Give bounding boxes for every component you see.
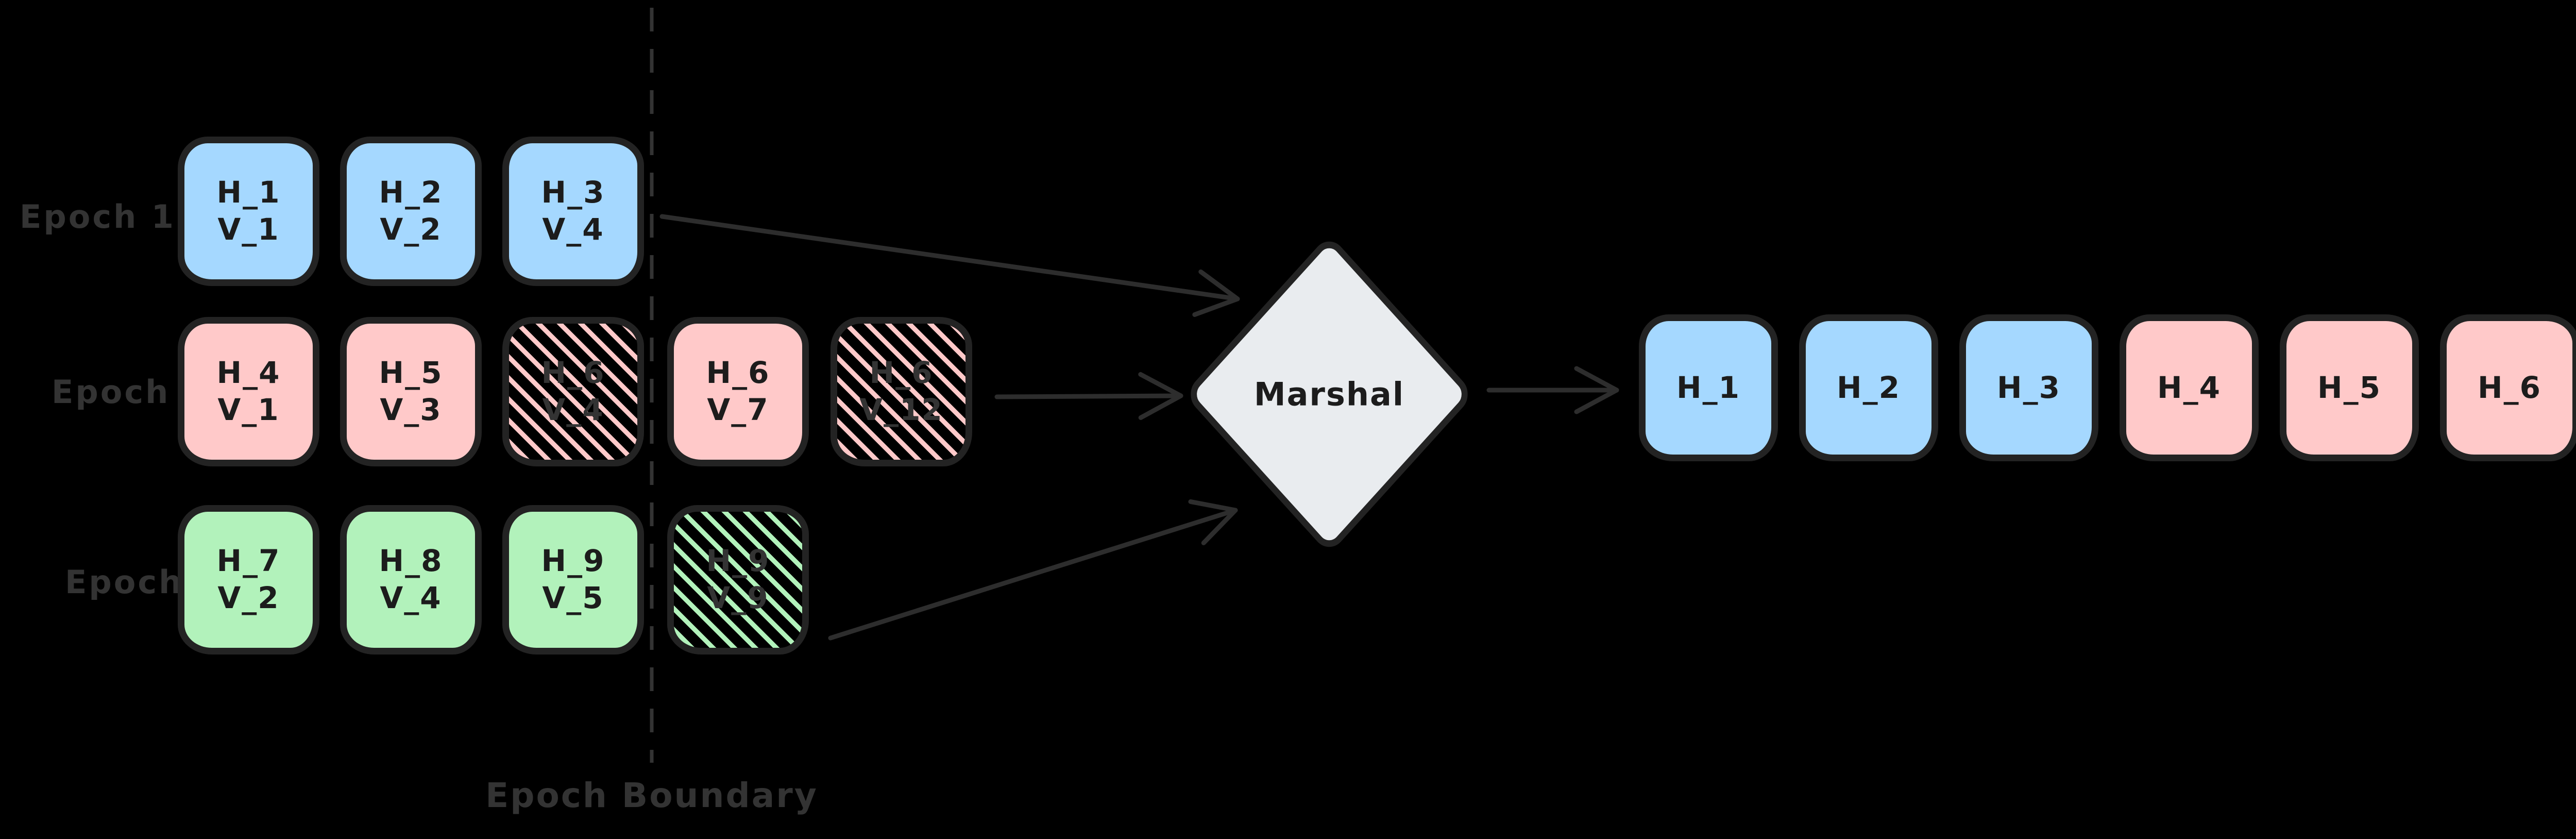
h-label: H_2 — [379, 175, 443, 210]
v-label: V_4 — [542, 392, 604, 427]
output-box: H_2 — [1799, 314, 1938, 461]
epoch-boundary-label: Epoch Boundary — [485, 776, 818, 815]
v-label: V_1 — [217, 392, 280, 427]
v-label: V_7 — [707, 392, 769, 427]
arrow-epoch1-to-marshal — [659, 214, 1240, 317]
h-label: H_6 — [869, 355, 934, 391]
v-label: V_12 — [859, 392, 943, 427]
h-label: H_5 — [379, 355, 443, 391]
v-label: V_1 — [217, 212, 280, 247]
output-box: H_1 — [1639, 314, 1778, 461]
arrow-epoch3-to-marshal — [828, 499, 1238, 641]
output-box: H_3 — [1959, 314, 2098, 461]
v-label: V_4 — [542, 212, 604, 247]
h-label: H_6 — [706, 355, 770, 391]
h-label: H_6 — [541, 355, 605, 391]
h-label: H_4 — [2157, 370, 2221, 405]
v-label: V_4 — [380, 580, 442, 615]
v-label: V_3 — [380, 392, 442, 427]
v-label: V_9 — [707, 580, 769, 615]
h-label: H_4 — [216, 355, 281, 391]
h-label: H_8 — [379, 543, 443, 579]
h-label: H_2 — [1837, 370, 1901, 405]
h-label: H_5 — [2317, 370, 2381, 405]
output-box: H_5 — [2280, 314, 2419, 461]
h-label: H_1 — [1676, 370, 1740, 405]
h-label: H_6 — [2478, 370, 2541, 405]
marshal-label: Marshal — [1253, 375, 1405, 413]
v-label: V_2 — [217, 580, 280, 615]
arrow-epoch2-to-marshal — [994, 372, 1183, 420]
v-label: V_2 — [380, 212, 442, 247]
h-label: H_3 — [1997, 370, 2061, 405]
h-label: H_3 — [541, 175, 605, 210]
h-label: H_1 — [216, 175, 281, 210]
v-label: V_5 — [542, 580, 604, 615]
output-box: H_4 — [2120, 314, 2259, 461]
output-box: H_6 — [2440, 314, 2576, 461]
h-label: H_9 — [541, 543, 605, 579]
h-label: H_7 — [216, 543, 281, 579]
epoch-1-label: Epoch 1 — [20, 198, 176, 236]
h-label: H_9 — [706, 543, 770, 579]
